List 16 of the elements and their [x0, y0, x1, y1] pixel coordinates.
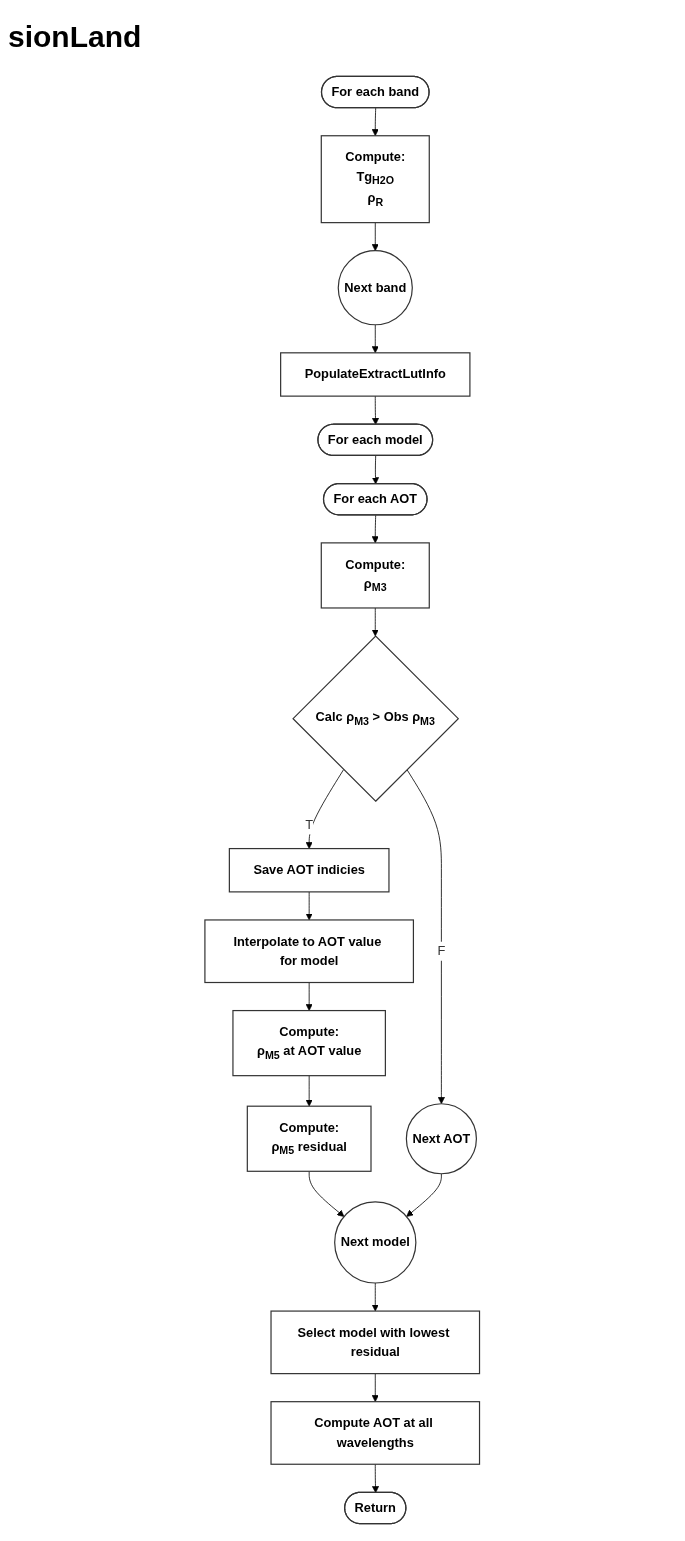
node-box: PopulateExtractLutInfo: [280, 352, 471, 397]
node-circle: Next AOT: [406, 1103, 478, 1175]
node-circle: Next model: [334, 1201, 417, 1284]
node-box: Select model with lowest residual: [270, 1310, 481, 1375]
node-circle: Next band: [337, 250, 414, 326]
node-box: Compute: ρ$_{M3}$: [320, 542, 431, 609]
node-diamond: Calc ρ$_{M3}$ > Obs ρ$_{M3}$: [292, 635, 460, 803]
diagram-title: sionLand: [8, 20, 142, 54]
edge-label: F: [437, 944, 446, 958]
node-box: Interpolate to AOT value for model: [204, 919, 415, 984]
node-box: Compute AOT at all wavelengths: [270, 1401, 481, 1465]
edge-label: T: [305, 817, 314, 832]
node-box: Save AOT indicies: [229, 848, 390, 893]
node-box: Compute: ρ$_{M5}$ at AOT value: [232, 1009, 387, 1077]
node-box: Compute: ρ$_{M5}$ residual: [247, 1105, 372, 1172]
node-box: Compute: Tg$_{H2O}$ ρ$_{R}$: [320, 135, 431, 224]
